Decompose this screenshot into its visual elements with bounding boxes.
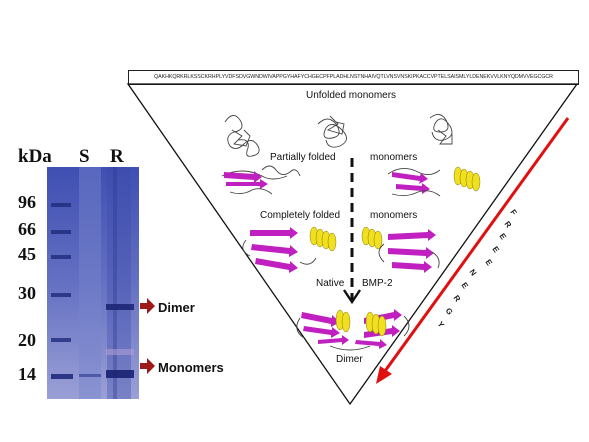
marker-label-14: 14 (18, 364, 36, 384)
marker-label-30: 30 (18, 283, 36, 303)
dimer-band-label: Dimer (158, 300, 195, 315)
partially-folded-monomer-right (387, 166, 481, 197)
stage-partially-folded-left-label: Partially folded (270, 152, 336, 163)
lane-r-dimer-band (106, 304, 134, 310)
marker-band-66 (51, 230, 71, 234)
gel-image (47, 167, 139, 399)
lane-s-faint-band (79, 374, 101, 377)
marker-band-45 (51, 255, 71, 259)
lane-r-monomer-band (106, 370, 134, 378)
funnel-triangle (126, 83, 579, 406)
folded-monomer-left (242, 226, 337, 273)
partially-folded-monomer-left (221, 165, 301, 195)
stage-partially-folded-right-label: monomers (370, 152, 418, 163)
folded-monomer-right (361, 226, 440, 273)
marker-band-30 (51, 293, 71, 297)
lane-s-header: S (79, 146, 90, 167)
marker-band-20 (51, 338, 71, 342)
unfolded-monomer-right (429, 114, 453, 145)
stage-native-right-label: BMP-2 (362, 278, 393, 289)
kda-header: kDa (18, 146, 52, 167)
unfolded-monomer-left (224, 115, 260, 157)
monomers-band-label: Monomers (158, 360, 224, 375)
band-arrows (140, 298, 155, 374)
stage-native-left-label: Native (316, 278, 345, 289)
marker-label-96: 96 (18, 192, 36, 212)
dimer-arrow-icon (140, 298, 155, 314)
marker-label-66: 66 (18, 219, 36, 239)
energy-arrowhead-icon (376, 366, 392, 384)
marker-label-20: 20 (18, 330, 36, 350)
stage-dimer-label: Dimer (336, 354, 363, 365)
marker-band-96 (51, 203, 71, 207)
folding-pathway-arrowhead-icon (343, 289, 361, 305)
marker-label-45: 45 (18, 244, 36, 264)
marker-band-14 (51, 374, 73, 379)
sds-page-gel-panel: kDa S R (0, 140, 140, 400)
energy-arrow-line (378, 117, 570, 379)
stage-completely-folded-right-label: monomers (370, 210, 418, 221)
native-dimer-structure (296, 309, 410, 351)
unfolded-monomer-center (317, 115, 347, 148)
stage-unfolded-label: Unfolded monomers (306, 90, 397, 101)
stage-completely-folded-left-label: Completely folded (260, 210, 341, 221)
monomer-arrow-icon (140, 358, 155, 374)
lane-r-header: R (110, 146, 124, 167)
